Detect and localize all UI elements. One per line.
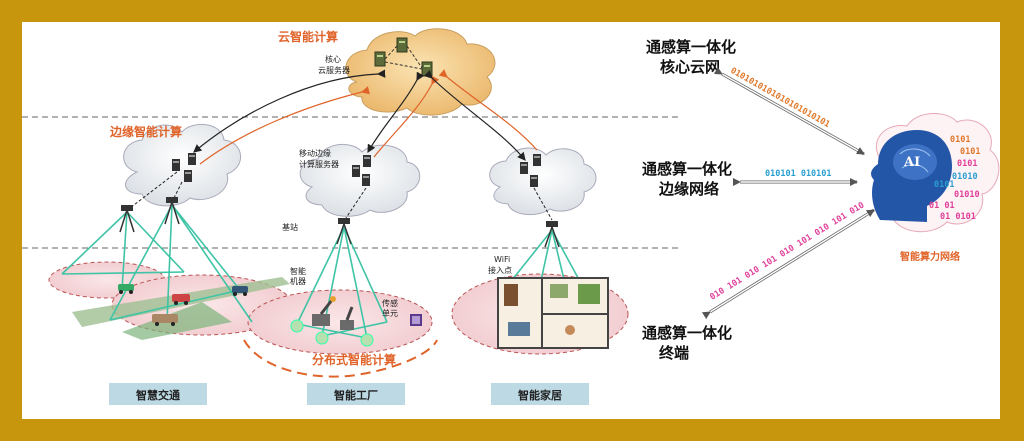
server-icon bbox=[363, 155, 371, 167]
cloud-computing-label: 云智能计算 bbox=[278, 29, 338, 44]
edge-computing-label: 边缘智能计算 bbox=[109, 124, 182, 139]
antenna-tower-icon bbox=[164, 197, 180, 225]
house-floorplan-icon bbox=[497, 277, 609, 349]
factory-node bbox=[290, 319, 304, 333]
mobile-edge-server-label: 移动边缘 bbox=[299, 148, 331, 158]
server-icon bbox=[396, 37, 408, 53]
factory-node bbox=[360, 333, 374, 347]
wifi-label: WiFi bbox=[494, 255, 510, 264]
wifi-label-2: 接入点 bbox=[488, 265, 512, 275]
intelligent-machine-label-2: 机器 bbox=[290, 276, 306, 286]
robot-arm-icon bbox=[340, 306, 354, 330]
scene-box-traffic bbox=[109, 383, 207, 405]
scene-label-home: 智能家居 bbox=[518, 388, 562, 402]
car-icon bbox=[172, 294, 190, 305]
edge-network-title: 通感算一体化 bbox=[642, 160, 732, 178]
antenna-tower-icon bbox=[544, 221, 560, 248]
robot-arm-icon bbox=[312, 296, 336, 326]
brain-head-icon bbox=[871, 130, 952, 222]
ai-label: AI bbox=[903, 155, 920, 170]
distributed-computing-label: 分布式智能计算 bbox=[312, 352, 396, 367]
server-icon bbox=[520, 162, 528, 174]
traffic-wireless-links bbox=[61, 204, 253, 323]
edge-link-bits: 010101 010101 bbox=[765, 169, 832, 179]
terminal-link-bits: 010 101 010 101 010 101 010 101 010 bbox=[708, 200, 866, 302]
diagram-panel: 云智能计算 核心 云服务器 边缘智能计算 移动边缘 计算服务器 bbox=[22, 22, 1000, 419]
core-network-title-2: 核心云网 bbox=[660, 58, 720, 76]
server-icon bbox=[533, 154, 541, 166]
terminal-link-arrow bbox=[701, 208, 875, 320]
server-icon bbox=[530, 175, 538, 187]
intelligent-machine-label: 智能 bbox=[290, 266, 306, 276]
scene-box-factory bbox=[307, 383, 405, 405]
server-icon bbox=[352, 165, 360, 177]
factory-node bbox=[315, 331, 329, 345]
server-icon bbox=[374, 51, 386, 67]
base-station-label: 基站 bbox=[282, 222, 298, 232]
mobile-edge-server-label-2: 计算服务器 bbox=[299, 159, 339, 169]
server-icon bbox=[184, 170, 192, 182]
architecture-diagram: 云智能计算 核心 云服务器 边缘智能计算 移动边缘 计算服务器 bbox=[22, 28, 1000, 405]
ai-bits-0: 0101 bbox=[950, 135, 970, 145]
ai-bits-3: 01010 bbox=[952, 172, 978, 182]
server-icon bbox=[421, 61, 433, 77]
ai-bits-1: 0101 bbox=[960, 147, 980, 157]
scene-label-traffic: 智慧交通 bbox=[136, 388, 180, 402]
computing-network-label: 智能算力网络 bbox=[900, 250, 960, 263]
bus-icon bbox=[152, 314, 178, 326]
server-icon bbox=[172, 159, 180, 171]
ai-bits-7: 01 0101 bbox=[940, 212, 976, 222]
core-server-label: 核心 bbox=[325, 54, 341, 64]
ai-bits-5: 01010 bbox=[954, 190, 980, 200]
scene-box-home bbox=[491, 383, 589, 405]
sensing-unit-label: 传感 bbox=[382, 298, 398, 308]
edge-cloud-middle bbox=[299, 143, 421, 217]
core-server-label-2: 云服务器 bbox=[318, 65, 350, 75]
terminal-title: 通感算一体化 bbox=[642, 324, 732, 342]
ai-bits-2: 0101 bbox=[957, 159, 977, 169]
server-icon bbox=[188, 153, 196, 165]
edge-network-title-2: 边缘网络 bbox=[658, 180, 719, 198]
sensing-unit-label-2: 单元 bbox=[382, 308, 398, 318]
core-link-bits: 0101010101010101010101 bbox=[729, 66, 832, 130]
edge-cloud-right bbox=[489, 147, 597, 216]
ai-bits-4: 0101 bbox=[934, 180, 954, 190]
core-network-title: 通感算一体化 bbox=[646, 38, 736, 56]
ai-bits-6: 01 01 bbox=[929, 201, 955, 211]
car-icon bbox=[232, 286, 248, 296]
scene-label-factory: 智能工厂 bbox=[334, 388, 378, 402]
server-icon bbox=[362, 174, 370, 186]
terminal-title-2: 终端 bbox=[659, 344, 689, 362]
antenna-tower-icon bbox=[336, 218, 352, 245]
antenna-tower-icon bbox=[119, 205, 135, 233]
car-icon bbox=[118, 284, 134, 294]
sensor-icon bbox=[410, 314, 422, 326]
core-link-arrow bbox=[713, 67, 865, 156]
